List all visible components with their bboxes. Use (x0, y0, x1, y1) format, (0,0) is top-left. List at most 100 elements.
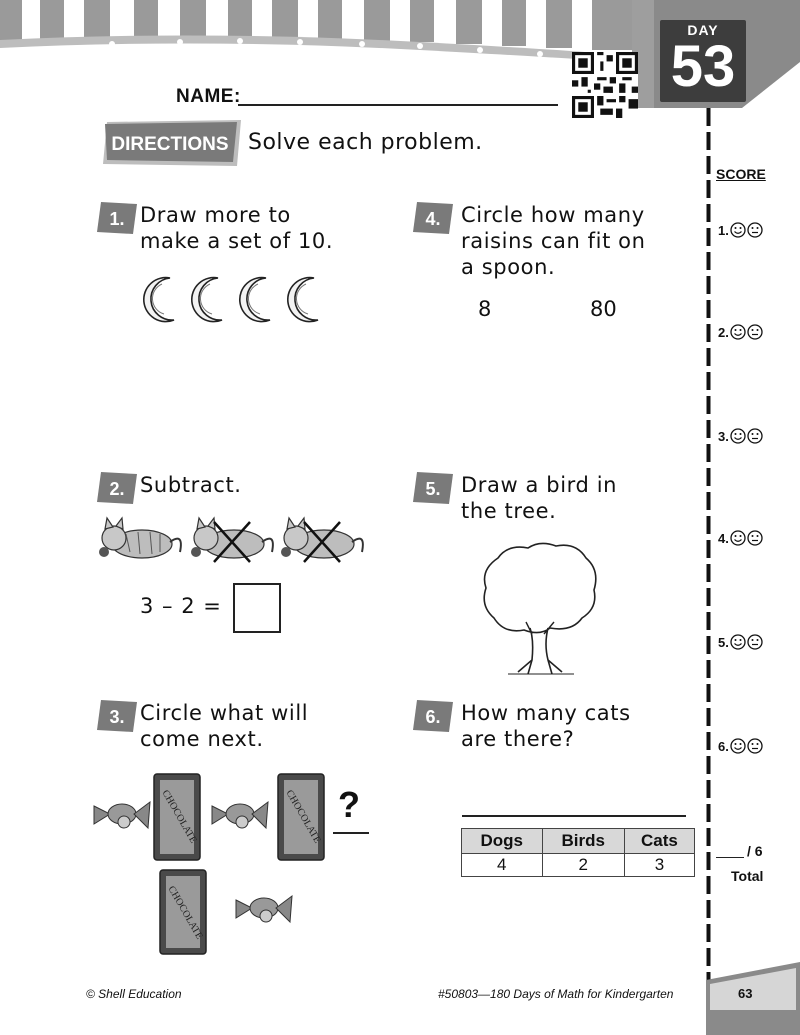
problem-4-line-3: a spoon. (461, 255, 556, 279)
problem-6-line-1: How many cats (461, 701, 631, 725)
moon-set (142, 276, 319, 323)
candy-icon (211, 800, 269, 830)
problem-4-number-tab: 4. (413, 202, 453, 234)
tree-icon[interactable] (478, 540, 602, 680)
problem-3-number: 3. (109, 707, 124, 727)
moon-icon (238, 276, 271, 323)
problem-5-line-1: Draw a bird in (461, 473, 618, 497)
score-item-6[interactable]: 6. (718, 738, 763, 754)
cats-answer-line[interactable] (462, 815, 686, 817)
score-item-4[interactable]: 4. (718, 530, 763, 546)
problem-4-line-1: Circle how many (461, 203, 645, 227)
page-number: 63 (738, 986, 753, 1001)
directions-label: DIRECTIONS (111, 134, 228, 155)
neutral-face-icon[interactable] (747, 530, 763, 546)
chocolate-box-icon: CHOCOLATE (153, 773, 201, 861)
neutral-face-icon[interactable] (747, 324, 763, 340)
chocolate-box-option: CHOCOLATE (159, 869, 207, 955)
qr-code-icon[interactable] (572, 52, 638, 118)
smiley-face-icon[interactable] (730, 324, 746, 340)
neutral-face-icon[interactable] (747, 428, 763, 444)
score-item-label: 4. (718, 530, 729, 546)
problem-5-number-tab: 5. (413, 472, 453, 504)
problem-2-number-tab: 2. (97, 472, 137, 504)
pet-table: Dogs Birds Cats 4 2 3 (461, 828, 696, 877)
neutral-face-icon[interactable] (747, 222, 763, 238)
day-badge: DAY 53 (660, 20, 746, 102)
problem-5-number: 5. (425, 479, 440, 499)
smiley-face-icon[interactable] (730, 428, 746, 444)
problem-1-number: 1. (109, 209, 124, 229)
score-item-3[interactable]: 3. (718, 428, 763, 444)
header-dogs: Dogs (461, 828, 543, 854)
score-item-1[interactable]: 1. (718, 222, 763, 238)
total-label: Total (731, 868, 764, 884)
cat-set (99, 516, 364, 563)
smiley-face-icon[interactable] (730, 634, 746, 650)
problem-2-text: Subtract. (140, 472, 242, 498)
moon-icon (190, 276, 223, 323)
moon-icon (142, 276, 175, 323)
subtraction-answer-box[interactable] (233, 583, 281, 633)
pet-table-header-row: Dogs Birds Cats (461, 828, 696, 854)
value-dogs: 4 (461, 853, 543, 877)
problem-6-line-2: are there? (461, 727, 575, 751)
score-title: SCORE (716, 166, 766, 182)
footer-publisher: © Shell Education (86, 987, 182, 1001)
day-word: DAY (687, 22, 719, 38)
name-label: NAME: (176, 86, 241, 107)
problem-6-number-tab: 6. (413, 700, 453, 732)
chocolate-box-icon: CHOCOLATE (277, 773, 325, 861)
problem-2-number: 2. (109, 479, 124, 499)
footer-book-title: #50803—180 Days of Math for Kindergarten (438, 987, 674, 1001)
problem-4-text: Circle how many raisins can fit on a spo… (461, 202, 646, 280)
problem-3-line-2: come next. (140, 727, 264, 751)
problem-1-text: Draw more to make a set of 10. (140, 202, 333, 254)
neutral-face-icon[interactable] (747, 634, 763, 650)
problem-2-line-1: Subtract. (140, 473, 242, 497)
pattern-row: CHOCOLATE CHOCOLATE (93, 773, 325, 861)
smiley-face-icon[interactable] (730, 738, 746, 754)
problem-3-number-tab: 3. (97, 700, 137, 732)
problem-1-line-1: Draw more to (140, 203, 291, 227)
score-item-5[interactable]: 5. (718, 634, 763, 650)
problem-3-line-1: Circle what will (140, 701, 309, 725)
score-item-label: 1. (718, 222, 729, 238)
score-item-2[interactable]: 2. (718, 324, 763, 340)
header-cats: Cats (623, 828, 696, 854)
pattern-answer-options: CHOCOLATE (159, 869, 293, 955)
candy-icon (93, 800, 151, 830)
problem-5-text: Draw a bird in the tree. (461, 472, 617, 524)
moon-icon (286, 276, 319, 323)
question-mark: ? (338, 784, 360, 825)
choice-8[interactable]: 8 (478, 297, 492, 321)
total-fraction: / 6 (747, 843, 763, 859)
smiley-face-icon[interactable] (730, 530, 746, 546)
pet-table-row: 4 2 3 (461, 853, 696, 877)
problem-3-text: Circle what will come next. (140, 700, 308, 752)
problem-1-number-tab: 1. (97, 202, 137, 234)
header-birds: Birds (541, 828, 625, 854)
score-item-label: 3. (718, 428, 729, 444)
page-number-tab (706, 962, 800, 1035)
directions-tab: DIRECTIONS (103, 120, 241, 166)
directions-text: Solve each problem. (248, 130, 483, 155)
score-item-label: 6. (718, 738, 729, 754)
problem-6-number: 6. (425, 707, 440, 727)
day-number: 53 (670, 34, 736, 99)
score-item-label: 5. (718, 634, 729, 650)
score-rail-divider (706, 108, 711, 983)
name-write-line[interactable] (238, 104, 558, 106)
problem-1-line-2: make a set of 10. (140, 229, 334, 253)
candy-option (235, 894, 293, 924)
smiley-face-icon[interactable] (730, 222, 746, 238)
total-score-blank[interactable] (716, 843, 744, 858)
pattern-answer-line[interactable] (333, 832, 369, 834)
neutral-face-icon[interactable] (747, 738, 763, 754)
problem-4-number: 4. (425, 209, 440, 229)
problem-5-line-2: the tree. (461, 499, 557, 523)
problem-4-line-2: raisins can fit on (461, 229, 646, 253)
value-cats: 3 (623, 853, 696, 877)
choice-80[interactable]: 80 (590, 297, 617, 321)
problem-6-text: How many cats are there? (461, 700, 631, 752)
